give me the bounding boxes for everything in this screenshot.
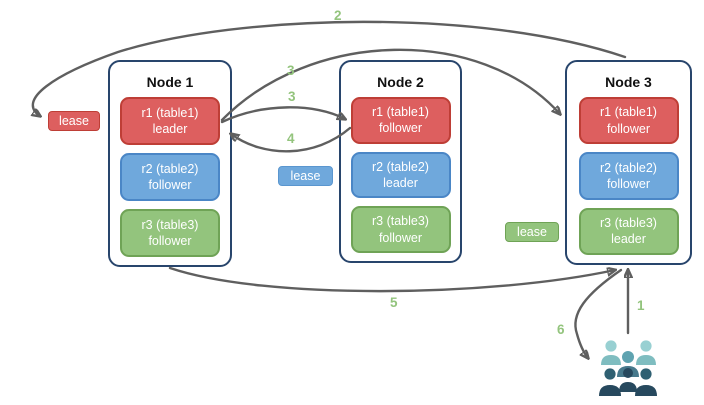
- replica-role: follower: [148, 234, 192, 248]
- replica-name: r3 (table3): [372, 214, 429, 229]
- replica-role: leader: [383, 176, 418, 190]
- step-label-4: 4: [287, 131, 295, 146]
- replica-role: leader: [611, 232, 646, 247]
- replica-role: follower: [378, 230, 423, 245]
- node-1-replica-r1: r1 (table1) leader: [120, 97, 220, 145]
- step-label-6: 6: [557, 322, 565, 337]
- replica-name: r1 (table1): [372, 105, 429, 120]
- step-label-2: 2: [334, 8, 342, 23]
- replica-role: follower: [606, 121, 651, 136]
- replica-name: r1 (table1): [600, 105, 657, 120]
- step-label-1: 1: [637, 298, 645, 313]
- lease-badge-table3: lease: [505, 222, 559, 242]
- node-2-title: Node 2: [377, 74, 424, 90]
- user-figure: [601, 340, 621, 365]
- node-1-replica-r3: r3 (table3) follower: [120, 209, 220, 257]
- node-1-title: Node 1: [146, 74, 194, 90]
- node-2-replica-r1: r1 (table1) follower: [350, 97, 451, 144]
- user-figure: [619, 368, 637, 392]
- replica-name: r2 (table2): [372, 159, 429, 174]
- user-figure: [635, 368, 657, 396]
- replica-name: r3 (table3): [600, 216, 657, 231]
- node-2-replica-r3: r3 (table3) follower: [350, 206, 451, 254]
- replica-role: follower: [148, 178, 192, 192]
- lease-badge-table2: lease: [278, 166, 333, 186]
- node-1-replica-r2: r2 (table2) follower: [120, 153, 220, 201]
- user-figure: [636, 340, 656, 365]
- replica-role: follower: [378, 121, 423, 136]
- replica-role: leader: [152, 122, 188, 136]
- node-2: Node 2 r1 (table1) follower r2 (table2) …: [339, 60, 462, 263]
- node-3: Node 3 r1 (table1) follower r2 (table2) …: [565, 60, 692, 265]
- replica-name: r2 (table2): [141, 161, 199, 176]
- step-label-3b: 3: [288, 89, 296, 104]
- node-2-replica-r2: r2 (table2) leader: [350, 151, 451, 199]
- step-label-3a: 3: [287, 63, 295, 78]
- replica-role: follower: [606, 176, 651, 191]
- replica-name: r2 (table2): [600, 160, 657, 175]
- arrow-step-5: [168, 268, 615, 293]
- lease-badge-table1: lease: [48, 111, 100, 131]
- node-3-replica-r1: r1 (table1) follower: [578, 97, 679, 145]
- node-3-replica-r2: r2 (table2) follower: [578, 152, 679, 200]
- node-3-title: Node 3: [605, 74, 652, 90]
- node-3-replica-r3: r3 (table3) leader: [578, 207, 679, 255]
- node-1: Node 1 r1 (table1) leader r2 (table2) fo…: [108, 60, 232, 267]
- step-label-5: 5: [390, 295, 398, 310]
- replica-name: r1 (table1): [141, 105, 199, 120]
- users-group-icon: [599, 340, 657, 396]
- user-figure: [599, 368, 621, 396]
- arrow-step-3-to-node2: [220, 106, 345, 124]
- replica-name: r3 (table3): [141, 217, 199, 232]
